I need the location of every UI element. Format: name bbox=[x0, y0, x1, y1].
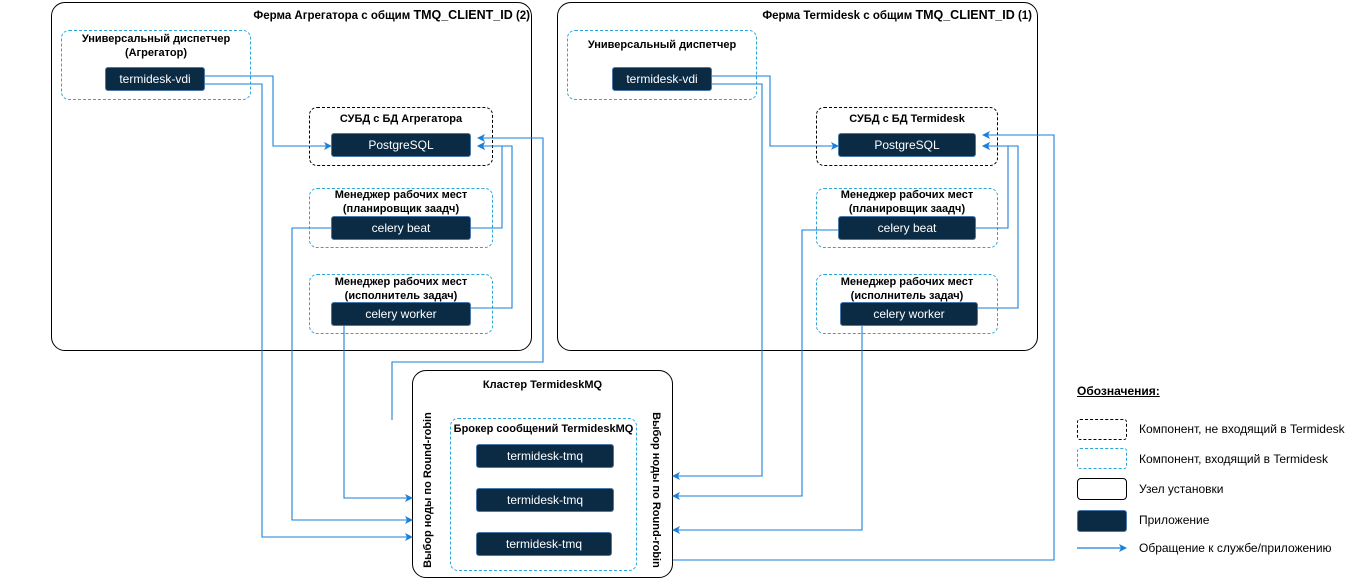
arrow-agg-worker-to-cluster bbox=[343, 326, 413, 502]
aggregator-dispatcher-label: Универсальный диспетчер (Агрегатор) bbox=[81, 33, 231, 59]
tmq-node-2[interactable]: termidesk-tmq bbox=[476, 488, 614, 512]
termidesk-celery-beat[interactable]: celery beat bbox=[838, 216, 976, 240]
aggregator-postgresql[interactable]: PostgreSQL bbox=[331, 133, 471, 157]
legend-label-app: Приложение bbox=[1139, 513, 1210, 527]
cluster-title: Кластер TermideskMQ bbox=[482, 379, 603, 391]
legend-swatch-external bbox=[1077, 419, 1127, 440]
legend-swatch-node bbox=[1077, 478, 1127, 500]
termidesk-dispatcher-group bbox=[567, 30, 757, 100]
aggregator-termidesk-vdi[interactable]: termidesk-vdi bbox=[105, 67, 205, 91]
aggregator-celery-worker[interactable]: celery worker bbox=[331, 302, 471, 326]
farm-aggregator-title: Ферма Агрегатора с общим TMQ_CLIENT_ID (… bbox=[253, 8, 530, 22]
termidesk-db-label: СУБД с БД Termidesk bbox=[849, 113, 965, 125]
termidesk-postgresql[interactable]: PostgreSQL bbox=[838, 133, 976, 157]
termidesk-worker-label: Менеджер рабочих мест (исполнитель задач… bbox=[840, 276, 974, 302]
arrow-td-worker-to-cluster bbox=[672, 326, 863, 534]
aggregator-celery-beat[interactable]: celery beat bbox=[331, 216, 471, 240]
tmq-node-3[interactable]: termidesk-tmq bbox=[476, 532, 612, 556]
tmq-node-1[interactable]: termidesk-tmq bbox=[476, 444, 614, 468]
legend-label-node: Узел установки bbox=[1139, 482, 1224, 496]
aggregator-worker-label: Менеджер рабочих мест (исполнитель задач… bbox=[334, 276, 468, 302]
legend-arrow-icon bbox=[1077, 544, 1127, 552]
termidesk-dispatcher-label: Универсальный диспетчер bbox=[587, 39, 737, 51]
cluster-right-roundrobin-label: Выбор ноды по Round-robin bbox=[650, 412, 662, 568]
broker-label: Брокер сообщений TermideskMQ bbox=[453, 423, 634, 435]
legend-title: Обозначения: bbox=[1077, 384, 1160, 398]
aggregator-beat-label: Менеджер рабочих мест (планировщик заадч… bbox=[334, 189, 468, 215]
cluster-left-roundrobin-label: Выбор ноды по Round-robin bbox=[422, 412, 434, 568]
aggregator-db-label: СУБД с БД Агрегатора bbox=[339, 113, 463, 125]
legend-swatch-termidesk bbox=[1077, 448, 1127, 469]
termidesk-celery-worker[interactable]: celery worker bbox=[840, 302, 978, 326]
legend-label-termidesk: Компонент, входящий в Termidesk bbox=[1139, 452, 1328, 466]
legend-label-arrow: Обращение к службе/приложению bbox=[1139, 541, 1332, 555]
termidesk-termidesk-vdi[interactable]: termidesk-vdi bbox=[612, 67, 712, 91]
legend-swatch-app bbox=[1077, 510, 1127, 532]
legend-label-external: Компонент, не входящий в Termidesk bbox=[1139, 422, 1345, 436]
farm-termidesk-title: Ферма Termidesk с общим TMQ_CLIENT_ID (1… bbox=[762, 8, 1032, 22]
aggregator-dispatcher-group bbox=[61, 30, 251, 100]
termidesk-beat-label: Менеджер рабочих мест (планировщик заадч… bbox=[840, 189, 974, 215]
